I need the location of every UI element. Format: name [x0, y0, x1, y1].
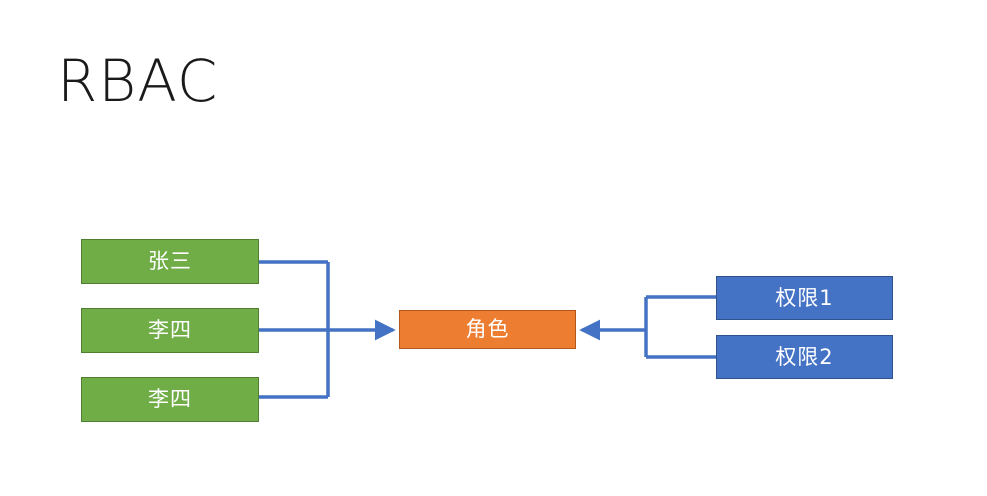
connector-users-to-role — [259, 260, 396, 399]
role-node[interactable]: 角色 — [399, 310, 576, 349]
permission-node-1-label: 权限1 — [775, 285, 834, 310]
permission-node-1[interactable]: 权限1 — [716, 276, 893, 320]
user-node-1[interactable]: 张三 — [81, 239, 259, 284]
user-node-3[interactable]: 李四 — [81, 377, 259, 422]
role-node-label: 角色 — [465, 317, 510, 341]
page-title: RBAC — [57, 47, 219, 115]
user-node-1-label: 张三 — [148, 249, 192, 273]
user-node-3-label: 李四 — [148, 387, 192, 411]
user-node-2-label: 李四 — [148, 318, 192, 342]
user-node-2[interactable]: 李四 — [81, 308, 259, 353]
connector-permissions-to-role — [579, 295, 716, 359]
permission-node-2[interactable]: 权限2 — [716, 335, 893, 379]
permission-node-2-label: 权限2 — [775, 344, 834, 369]
